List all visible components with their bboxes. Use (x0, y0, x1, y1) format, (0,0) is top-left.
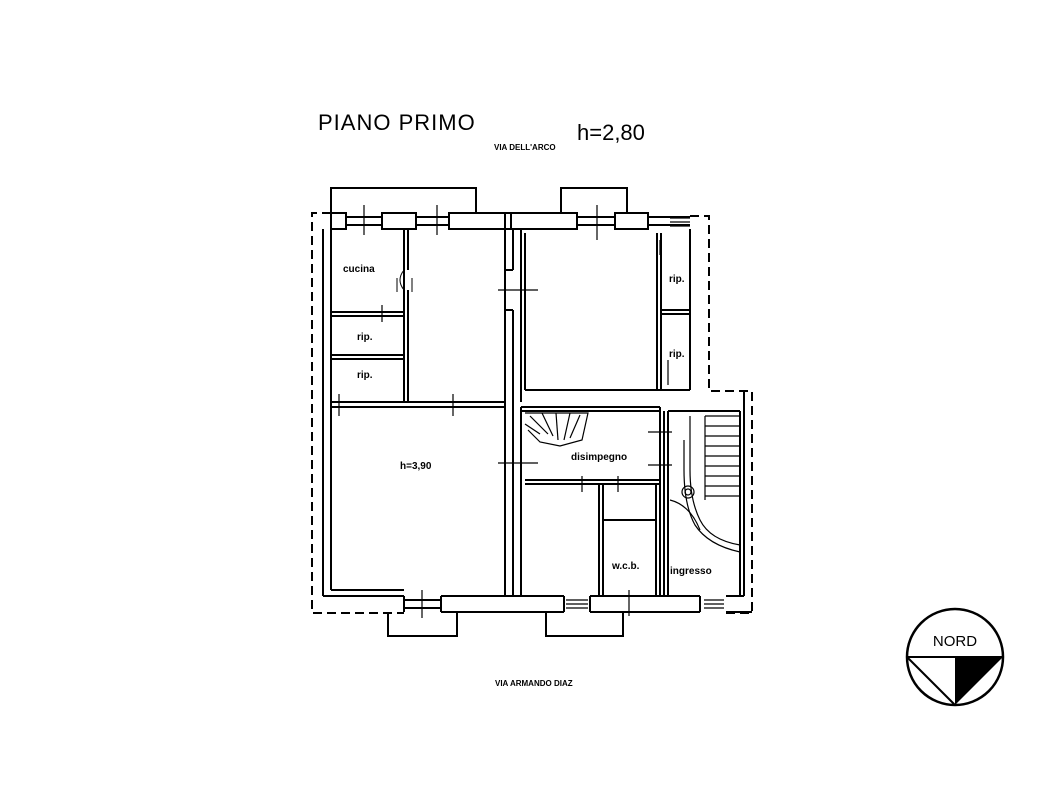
floor-height-label: h=2,80 (577, 120, 645, 145)
room-label-ingresso: ingresso (670, 566, 712, 577)
room-label-rip-3: rip. (669, 274, 685, 285)
room-label-height: h=3,90 (400, 461, 432, 472)
spiral-stair (524, 412, 589, 447)
street-south-label: VIA ARMANDO DIAZ (495, 679, 573, 688)
street-north-label: VIA DELL'ARCO (494, 143, 556, 152)
room-label-rip-4: rip. (669, 349, 685, 360)
north-compass: NORD (905, 607, 1005, 707)
room-label-rip-2: rip. (357, 370, 373, 381)
door-swing (396, 269, 413, 292)
room-label-cucina: cucina (343, 264, 375, 275)
room-label-rip-1: rip. (357, 332, 373, 343)
window-marks (338, 205, 724, 618)
room-label-disimpegno: disimpegno (571, 452, 627, 463)
plan-title: PIANO PRIMO (318, 110, 476, 135)
balconies (330, 187, 628, 637)
compass-label: NORD (933, 633, 977, 650)
walls (322, 212, 752, 613)
main-stair (669, 415, 741, 553)
room-label-wcb: w.c.b. (611, 561, 640, 572)
